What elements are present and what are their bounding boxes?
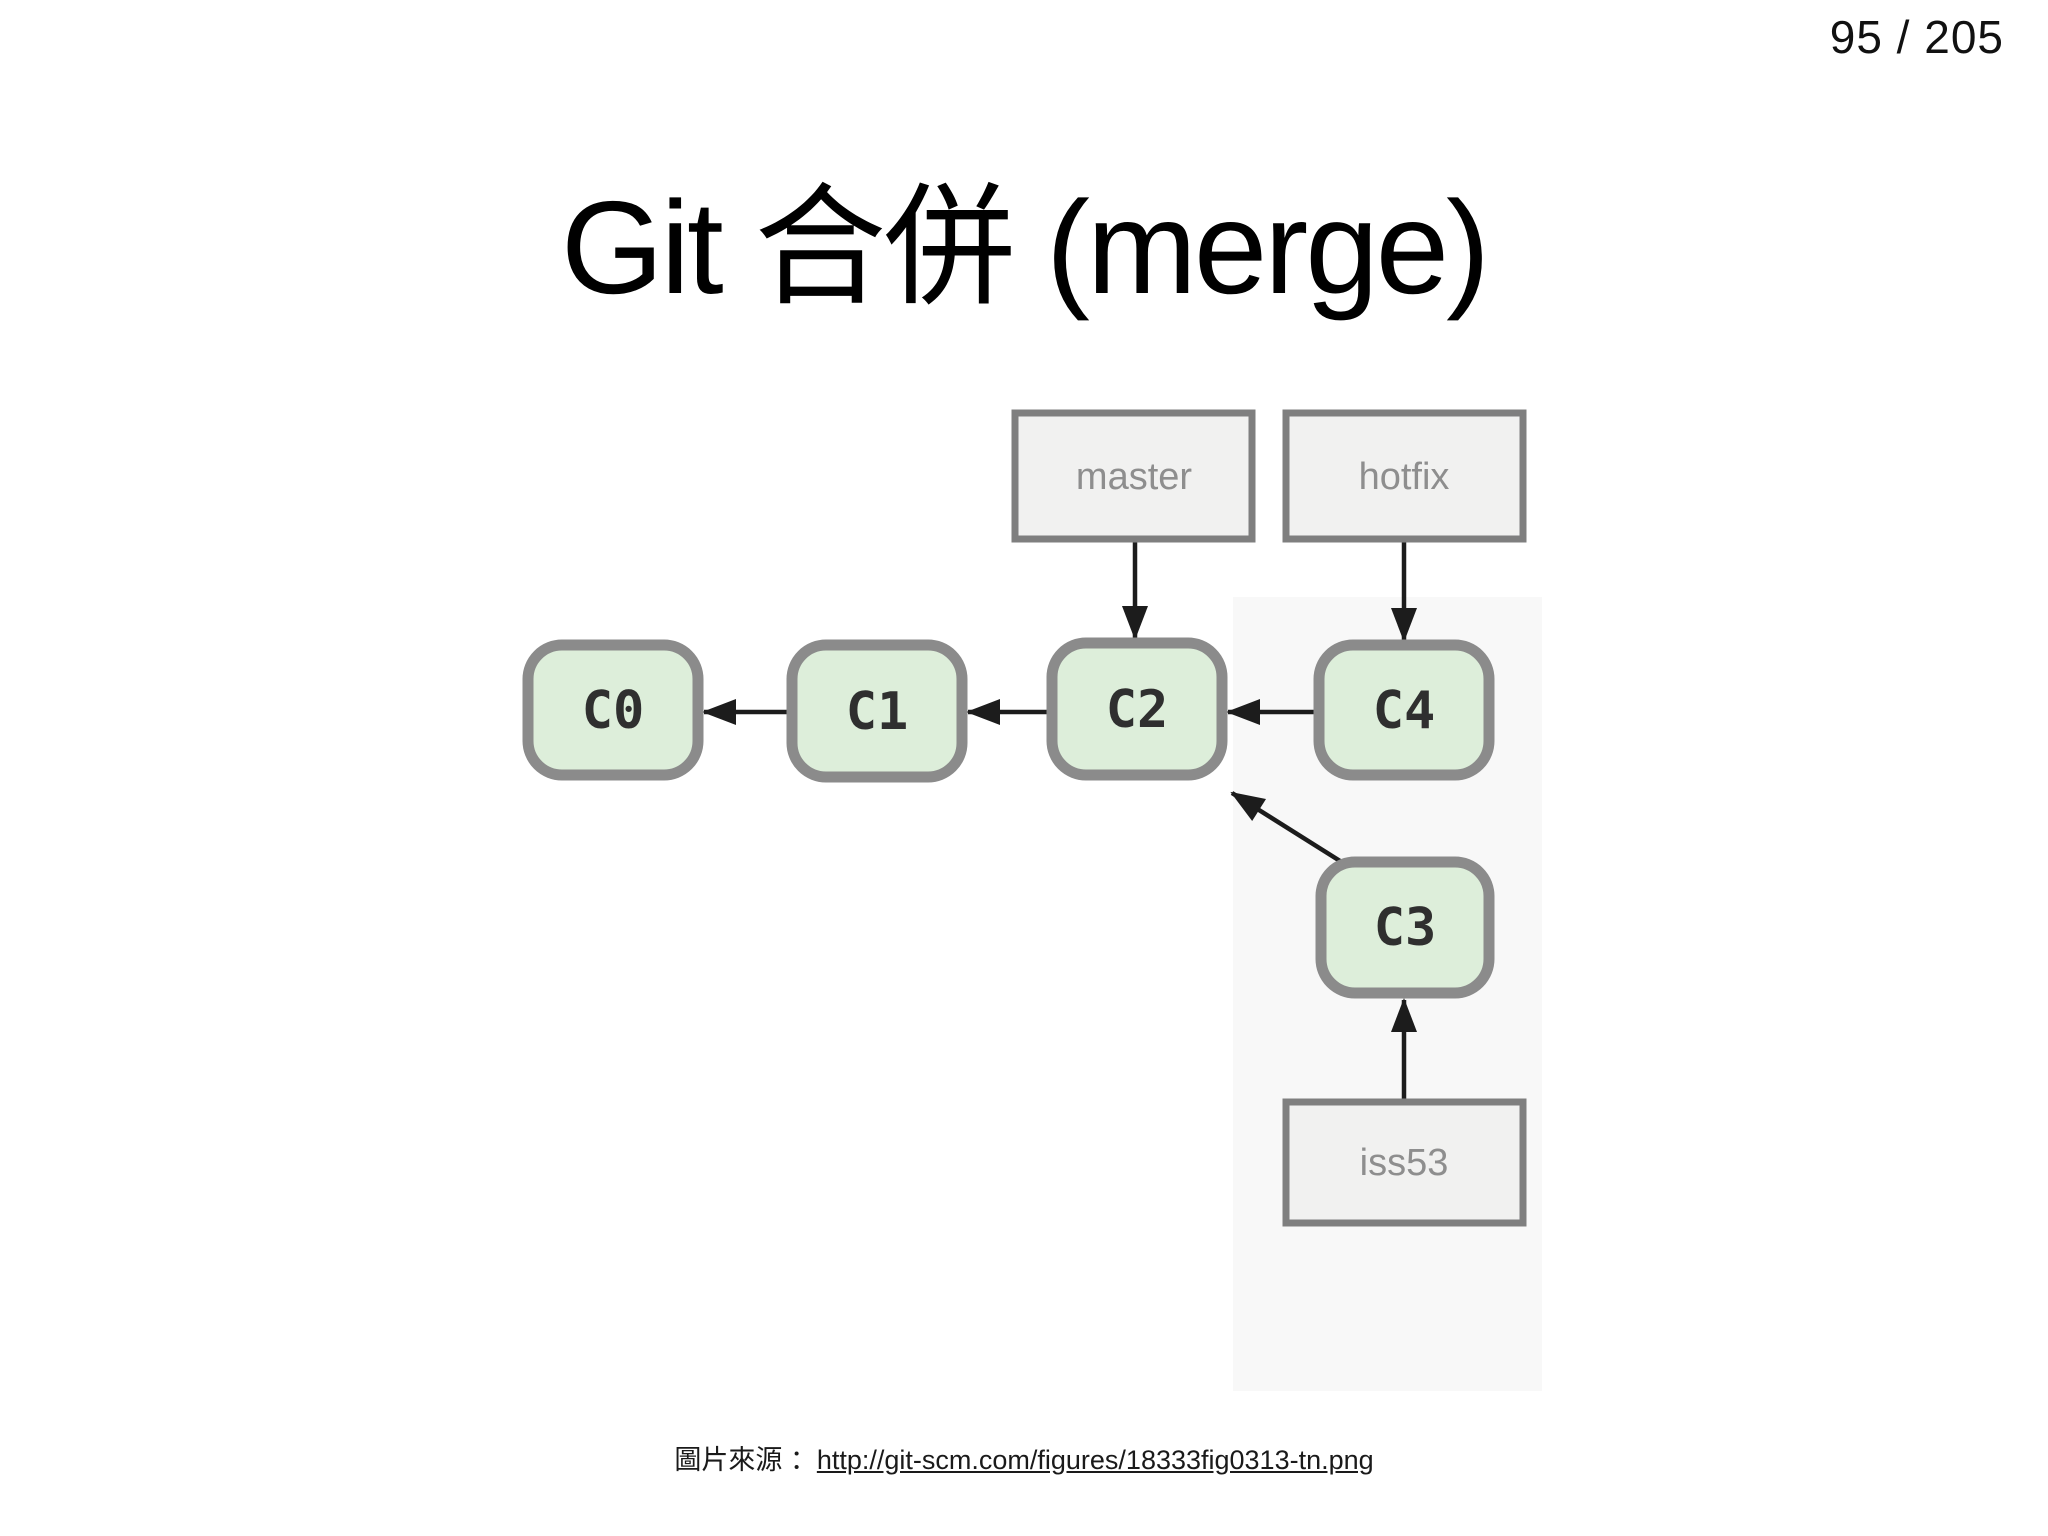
commit-node-c1: C1	[786, 639, 968, 783]
image-source-prefix: 圖片來源 ：	[674, 1445, 817, 1475]
commit-node-c0: C0	[522, 639, 704, 781]
image-source-link[interactable]: http://git-scm.com/figures/18333fig0313-…	[816, 1445, 1374, 1475]
commit-label-c0: C0	[582, 681, 645, 741]
page-number: 95 / 205	[1829, 11, 2004, 63]
edge-c3-to-c2	[1230, 791, 1350, 868]
branch-box-master: master	[1011, 409, 1256, 543]
branch-box-iss53: iss53	[1282, 1098, 1527, 1227]
commit-node-c2: C2	[1046, 637, 1228, 781]
commit-label-c2: C2	[1106, 680, 1169, 740]
commit-label-c4: C4	[1373, 681, 1436, 741]
commit-node-c0-rect	[522, 639, 704, 781]
commit-label-c3: C3	[1374, 898, 1437, 958]
commit-label-c1: C1	[846, 682, 909, 742]
image-source-caption: 圖片來源 ：http://git-scm.com/figures/18333fi…	[0, 1438, 2048, 1477]
branch-label-iss53: iss53	[1360, 1142, 1449, 1184]
branch-box-hotfix-rect	[1282, 409, 1527, 543]
commit-node-c3-rect	[1315, 856, 1495, 999]
branch-box-master-rect	[1011, 409, 1256, 543]
branch-label-master: master	[1076, 456, 1192, 498]
commit-node-c4: C4	[1313, 639, 1495, 781]
branch-box-iss53-rect	[1282, 1098, 1527, 1227]
slide-title: Git 合併 (merge)	[560, 174, 1490, 322]
commit-node-c4-rect	[1313, 639, 1495, 781]
commit-node-c2-rect	[1046, 637, 1228, 781]
commit-node-c1-rect	[786, 639, 968, 783]
commit-node-c3: C3	[1315, 856, 1495, 999]
branch-label-hotfix: hotfix	[1359, 456, 1450, 498]
branch-box-hotfix: hotfix	[1282, 409, 1527, 543]
